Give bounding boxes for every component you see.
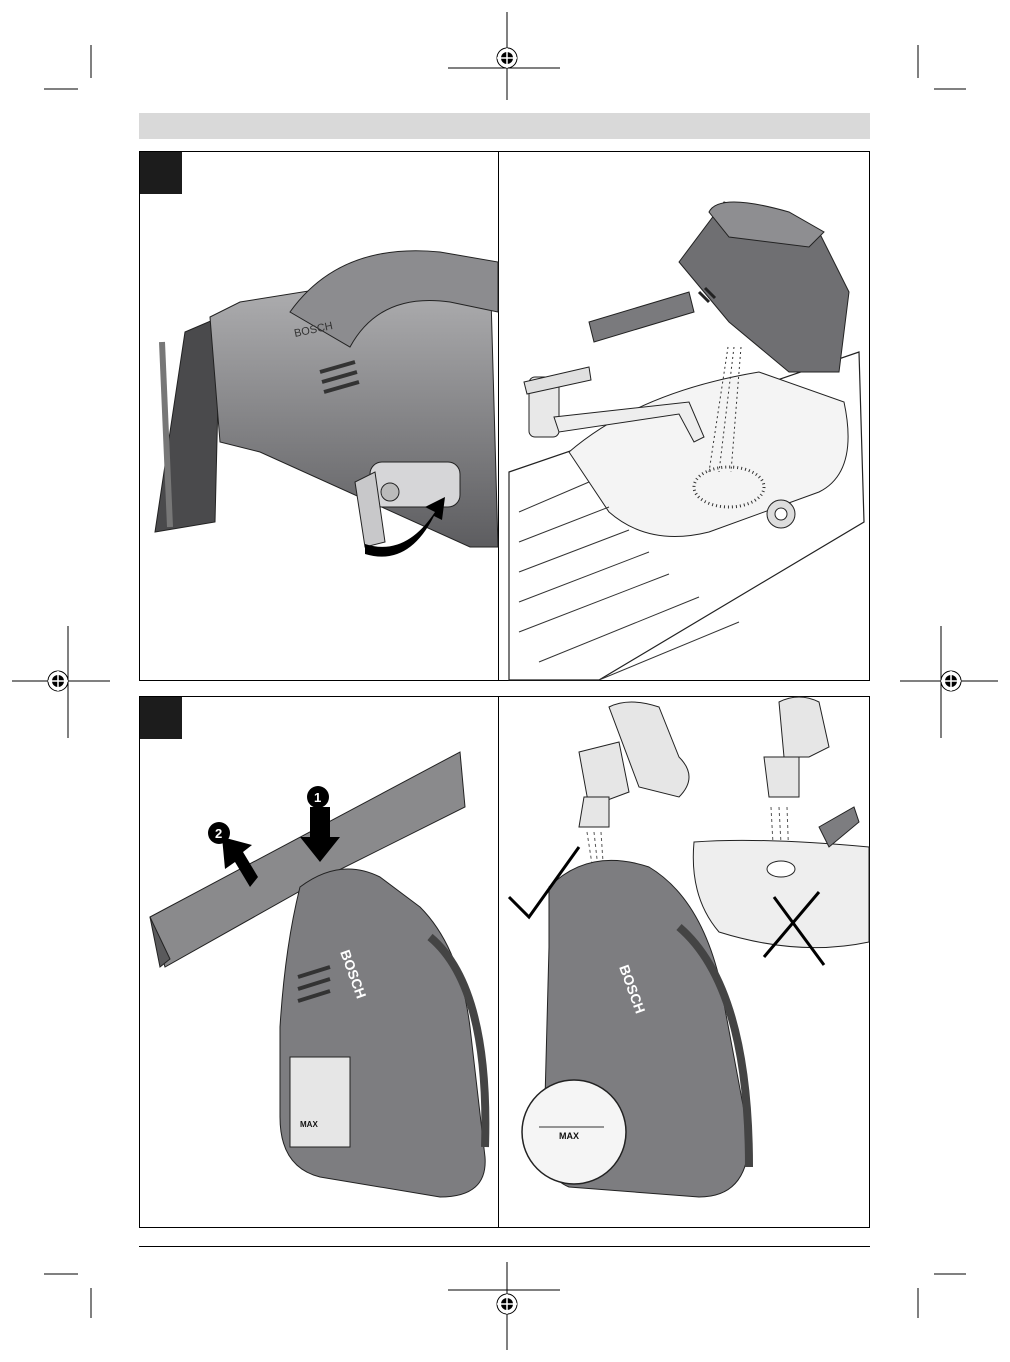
registration-mark-icon bbox=[448, 1262, 560, 1350]
svg-text:2: 2 bbox=[215, 826, 222, 841]
registration-mark-icon bbox=[448, 12, 560, 100]
step-marker-2: 2 bbox=[208, 822, 230, 844]
illustration-empty-tank-sink bbox=[499, 152, 869, 680]
footer-rule bbox=[139, 1246, 870, 1247]
registration-mark-icon bbox=[900, 626, 998, 738]
max-label: MAX bbox=[300, 1120, 318, 1129]
illustration-fill-water: BOSCH MAX bbox=[499, 697, 869, 1227]
illustration-open-drain-plug: BOSCH bbox=[140, 152, 498, 680]
registration-mark-icon bbox=[12, 626, 110, 738]
illustration-remove-nozzle: MAX BOSCH 1 2 bbox=[140, 697, 498, 1227]
svg-text:1: 1 bbox=[314, 790, 321, 805]
step-marker-1: 1 bbox=[307, 786, 329, 808]
max-label: MAX bbox=[559, 1131, 579, 1141]
header-band bbox=[139, 113, 870, 139]
